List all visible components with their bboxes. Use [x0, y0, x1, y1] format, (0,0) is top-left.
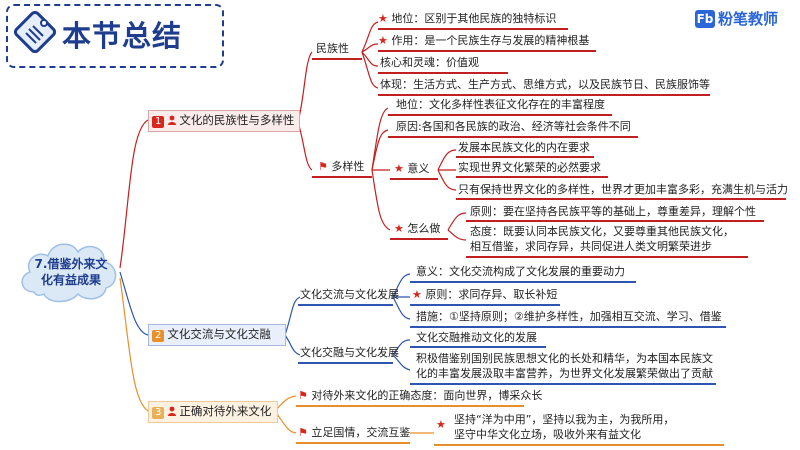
underline — [456, 198, 786, 200]
fusion-item-1: 文化交融推动文化的发展 — [416, 331, 537, 344]
underline — [410, 304, 560, 306]
sub-attitude-text: 对待外来文化的正确态度：面向世界，博采众长 — [311, 389, 543, 402]
underline — [456, 156, 594, 158]
underline — [456, 176, 608, 178]
branch-3-label: 正确对待外来文化 — [179, 404, 272, 418]
underline — [390, 238, 448, 240]
underline — [410, 346, 546, 348]
underline — [298, 362, 393, 364]
sub-diversity: ⚑ 多样性 — [318, 160, 364, 174]
sub-diversity-text: 多样性 — [331, 160, 365, 173]
ethnicity-item-manifest: 体现：生活方式、生产方式、思维方式，以及民族节日、民族服饰等 — [380, 78, 710, 91]
underline — [388, 114, 612, 116]
underline — [466, 256, 748, 258]
diversity-meaning: ★ 意义 — [394, 162, 429, 176]
branch-1-label: 文化的民族性与多样性 — [179, 113, 295, 127]
underline — [378, 50, 596, 52]
underline — [390, 178, 438, 180]
star-icon: ★ — [394, 162, 404, 175]
sub-national: ⚑ 立足国情，交流互鉴 — [298, 426, 410, 440]
exchange-item-principle: ★ 原则：求同存异、取长补短 — [412, 288, 557, 302]
sub-fusion: 文化交融与文化发展 — [300, 346, 399, 359]
underline — [410, 383, 716, 385]
sub-national-text: 立足国情，交流互鉴 — [311, 426, 411, 439]
fusion-item-2b: 化的丰富发展汲取丰富营养，为世界文化发展繁荣做出了贡献 — [416, 367, 713, 380]
branch-2-topic — [148, 324, 286, 346]
sub-attitude: ⚑ 对待外来文化的正确态度：面向世界，博采众长 — [298, 389, 542, 403]
how-item-attitude-2: 相互借鉴，求同存异，共同促进人类文明繁荣进步 — [470, 240, 712, 253]
branch-3-number: 3 — [152, 407, 165, 419]
how-item-principle: 原则：要在坚持各民族平等的基础上，尊重差异，理解个性 — [470, 205, 756, 218]
meaning-item-3: 只有保持世界文化的多样性，世界才更加丰富多彩，充满生机与活力 — [458, 183, 788, 196]
exchange-item-measures: 措施：①坚持原则；②维护多样性，加强相互交流、学习、借鉴 — [416, 310, 722, 323]
branch-1-topic — [148, 110, 300, 132]
national-item-2: 坚守中华文化立场，吸收外来有益文化 — [454, 428, 641, 441]
brand-logo: Fb 粉笔教师 — [695, 8, 778, 29]
underline — [466, 220, 764, 222]
branch-2-label: 文化交流与文化交融 — [167, 327, 271, 341]
branch-3-topic — [148, 401, 278, 423]
exchange-item-meaning: 意义：文化交流构成了文化发展的重要动力 — [416, 265, 625, 278]
how-item-attitude-1: 态度：既要认同本民族文化，又要尊重其他民族文化， — [470, 225, 734, 238]
tag-icon — [13, 10, 58, 61]
diversity-how-text: 怎么做 — [407, 222, 441, 235]
underline — [434, 444, 724, 446]
sub-diversity-underline — [312, 176, 372, 178]
star-icon: ★ — [394, 222, 404, 235]
person-icon — [167, 114, 177, 125]
underline — [388, 136, 638, 138]
star-icon: ★ — [378, 34, 388, 47]
sub-ethnicity: 民族性 — [316, 42, 349, 55]
ethnicity-item-status: ★ 地位：区别于其他民族的独特标识 — [378, 12, 556, 26]
meaning-item-1: 发展本民族文化的内在要求 — [458, 141, 590, 154]
flag-icon: ⚑ — [298, 426, 308, 439]
root-cloud — [14, 234, 126, 310]
national-item-1: 坚持“洋为中用”，坚持以我为主，为我所用， — [454, 413, 675, 426]
diversity-meaning-text: 意义 — [407, 162, 430, 175]
underline — [378, 28, 568, 30]
person-icon — [167, 405, 177, 416]
branch-3-label-row: 3 正确对待外来文化 — [152, 404, 271, 419]
underline — [410, 326, 726, 328]
branch-1-label-row: 1 文化的民族性与多样性 — [152, 113, 294, 128]
fusion-item-2a: 积极借鉴别国别民族思想文化的长处和精华，为本国本民族文 — [416, 352, 713, 365]
underline — [410, 281, 636, 283]
ethnicity-item-status-text: 地位：区别于其他民族的独特标识 — [391, 12, 557, 25]
star-icon: ★ — [436, 418, 446, 431]
root-topic: 7.借鉴外来文化有益成果 — [34, 257, 108, 287]
sub-ethnicity-underline — [312, 58, 362, 60]
flag-icon: ⚑ — [318, 160, 328, 173]
diversity-how: ★ 怎么做 — [394, 222, 440, 236]
brand-text: 粉笔教师 — [718, 10, 779, 28]
brand-mark-icon: Fb — [695, 9, 715, 28]
branch-1-number: 1 — [152, 116, 165, 128]
ethnicity-item-core: 核心和灵魂：价值观 — [380, 56, 479, 69]
sub-exchange: 文化交流与文化发展 — [300, 288, 399, 301]
exchange-item-principle-text: 原则：求同存异、取长补短 — [425, 288, 558, 301]
underline — [296, 442, 410, 444]
underline — [298, 304, 393, 306]
diversity-item-status: 地位：文化多样性表征文化存在的丰富程度 — [396, 98, 605, 111]
ethnicity-item-role: ★ 作用：是一个民族生存与发展的精神根基 — [378, 34, 589, 48]
star-icon: ★ — [378, 12, 388, 25]
underline — [378, 72, 508, 74]
star-icon: ★ — [412, 288, 422, 301]
underline — [378, 94, 710, 96]
diversity-item-reason: 原因:各国和各民族的政治、经济等社会条件不同 — [396, 120, 631, 133]
flag-icon: ⚑ — [298, 389, 308, 402]
branch-2-number: 2 — [152, 330, 165, 342]
underline — [296, 405, 524, 407]
page-title: 本节总结 — [62, 19, 183, 53]
national-star-icon: ★ — [436, 418, 446, 432]
ethnicity-item-role-text: 作用：是一个民族生存与发展的精神根基 — [391, 34, 590, 47]
meaning-item-2: 实现世界文化繁荣的必然要求 — [458, 161, 601, 174]
